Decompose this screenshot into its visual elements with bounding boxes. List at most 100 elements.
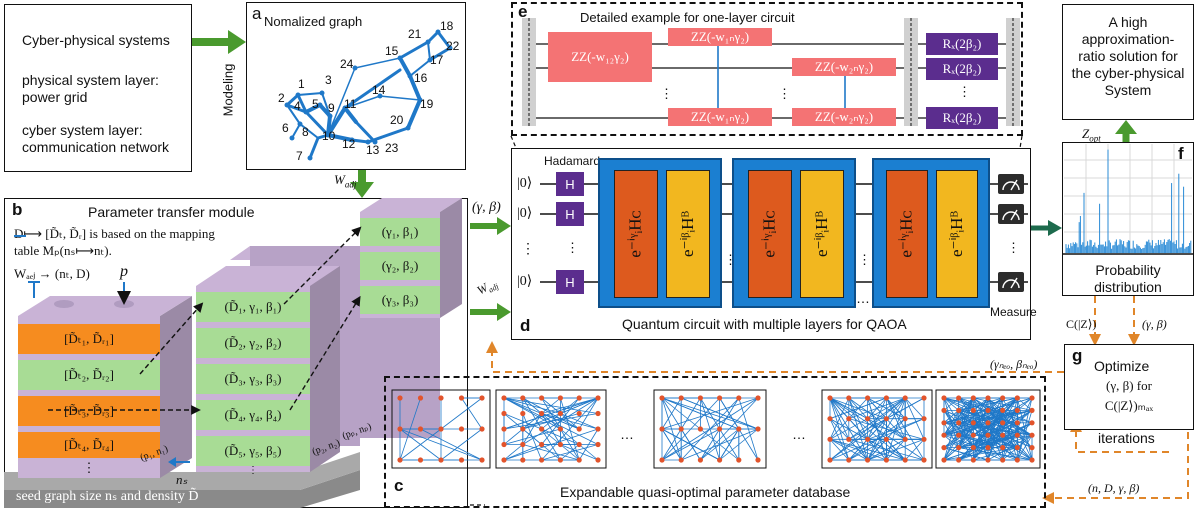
panel-e-title: Detailed example for one-layer circuit bbox=[580, 10, 795, 25]
right-stack-1: (γ₁, β₁) bbox=[381, 224, 419, 239]
cost-gate-p-label: e⁻ⁱᵞᵢHᴄ bbox=[897, 210, 916, 258]
panel-f-caption-2: distribution bbox=[1094, 279, 1162, 295]
result-line-2: approximation- bbox=[1081, 31, 1175, 47]
cps-title: Cyber-physical systems bbox=[22, 32, 170, 48]
ket-vdots: ⋮ bbox=[521, 240, 535, 256]
h-gate-2: H bbox=[556, 202, 584, 226]
result-box bbox=[1062, 4, 1194, 120]
panel-c-ellipsis-1: … bbox=[620, 426, 634, 442]
panel-d-letter: d bbox=[520, 316, 531, 335]
cost-gate-1: e⁻ⁱᵞᵢHᴄ bbox=[614, 170, 658, 298]
d-vdots-2: ⋮ bbox=[858, 252, 871, 267]
result-line-5: System bbox=[1104, 82, 1152, 98]
right-stack-3: (γ₃, β₃) bbox=[381, 292, 419, 307]
panel-e bbox=[511, 2, 1023, 136]
gamma-beta-label: (γ, β) bbox=[472, 200, 501, 215]
rx-gate-1: Rₓ(2β₂) bbox=[926, 33, 998, 55]
left-stack-4: [D̃ₜ₄, D̃ᵣ₄] bbox=[64, 437, 114, 452]
ket-2: |0⟩ bbox=[517, 206, 533, 221]
node-21: 21 bbox=[408, 27, 422, 41]
right-stack-2: (γ₂, β₂) bbox=[381, 258, 419, 273]
cost-gate-2-label: e⁻ⁱᵞᵢHᴄ bbox=[760, 210, 779, 258]
ket-1: |0⟩ bbox=[517, 176, 533, 191]
node-18: 18 bbox=[440, 19, 454, 33]
rx-gate-2: Rₓ(2β₂) bbox=[926, 58, 998, 80]
cps-physical-line2: power grid bbox=[22, 89, 88, 105]
left-stack-3: [D̃ₜ₃, D̃ᵣ₃] bbox=[64, 403, 114, 418]
mid-stack-dots: ⋮ bbox=[248, 464, 258, 476]
panel-f-letter: f bbox=[1178, 144, 1184, 163]
wadj-down-arrow bbox=[350, 170, 374, 198]
node-24: 24 bbox=[340, 57, 354, 71]
d-hdots: … bbox=[856, 290, 870, 306]
panel-g-line-2: (γ, β) for bbox=[1106, 378, 1152, 393]
hadamard-label: Hadamard bbox=[544, 154, 601, 168]
ket-n: |0⟩ bbox=[517, 274, 533, 289]
panel-e-vdots-2: ⋮ bbox=[778, 86, 791, 101]
panel-g-letter: g bbox=[1072, 346, 1083, 365]
params-to-circuit-arrow-top bbox=[470, 217, 511, 235]
node-13: 13 bbox=[366, 143, 380, 157]
panel-e-letter: e bbox=[518, 2, 528, 21]
mid-stack-4: (D̃₄, γ₄, β₄) bbox=[224, 407, 282, 422]
zopt-z: Z bbox=[1082, 126, 1090, 141]
base-label: seed graph size nₛ and density D̃ bbox=[16, 489, 199, 504]
zz-gate-12: ZZ(-w₁₂γ₂) bbox=[548, 32, 652, 82]
node-20: 20 bbox=[390, 113, 404, 127]
zz-gate-2n-bottom: ZZ(-w₂ₙγ₂) bbox=[792, 108, 896, 126]
rx-gate-n: Rₓ(2β₂) bbox=[926, 107, 998, 129]
feedback-label: (n, D, γ, β) bbox=[1088, 481, 1140, 495]
gb-arrowhead bbox=[1128, 334, 1140, 346]
zoom-line-right bbox=[1019, 135, 1023, 149]
panel-d-caption: Quantum circuit with multiple layers for… bbox=[622, 316, 907, 332]
node-23: 23 bbox=[385, 141, 399, 155]
mixer-gate-p-label: e⁻ⁱᵝᵢHᴮ bbox=[947, 211, 966, 257]
iterations-label: iterations bbox=[1098, 430, 1155, 446]
panel-b-p: p bbox=[120, 263, 128, 280]
panel-e-vdots-1: ⋮ bbox=[660, 86, 673, 101]
h-vdots: ⋮ bbox=[566, 240, 579, 255]
node-10: 10 bbox=[322, 129, 336, 143]
wadj-w: W bbox=[334, 172, 345, 187]
zz-gate-1n-bottom: ZZ(-w₁ₙγ₂) bbox=[668, 108, 772, 126]
zopt-label: Zopt bbox=[1082, 126, 1101, 147]
cps-cyber-line1: cyber system layer: bbox=[22, 122, 143, 138]
gb-label: (γ, β) bbox=[1142, 317, 1167, 331]
result-line-4: the cyber-physical bbox=[1071, 65, 1185, 81]
panel-f-caption-1: Probability bbox=[1095, 262, 1161, 278]
left-stack-2: [D̃ₜ₂, D̃ᵣ₂] bbox=[64, 367, 114, 382]
h-gate-1: H bbox=[556, 172, 584, 196]
panel-g bbox=[1064, 344, 1194, 430]
node-8: 8 bbox=[302, 125, 309, 139]
mixer-gate-2: e⁻ⁱᵝᵢHᴮ bbox=[800, 170, 844, 298]
panel-c-letter: c bbox=[394, 476, 404, 495]
gamma-beta-new-label: (γₙₑₒ, βₙₑₒ) bbox=[990, 357, 1038, 371]
circuit-to-distribution-arrow bbox=[1030, 220, 1062, 236]
database-arrowhead bbox=[1042, 492, 1054, 504]
mixer-gate-1-label: e⁻ⁱᵝᵢHᴮ bbox=[678, 211, 697, 257]
panel-b-letter: b bbox=[12, 200, 23, 219]
mid-stack-2: (D̃₂, γ₂, β₂) bbox=[224, 335, 282, 350]
result-line-3: ratio solution for bbox=[1078, 48, 1178, 64]
wadj-label: Wadj bbox=[334, 172, 356, 193]
ns-label: nₛ bbox=[176, 472, 188, 487]
panel-b-title: Parameter transfer module bbox=[88, 204, 255, 220]
left-stack-dots: ⋮ bbox=[82, 460, 96, 475]
node-2: 2 bbox=[278, 91, 285, 105]
mid-stack-5: (D̃₅, γ₅, β₅) bbox=[224, 443, 282, 458]
cz-label: C(|Z⟩) bbox=[1066, 317, 1097, 331]
cps-box bbox=[4, 4, 192, 172]
measure-icon-1 bbox=[998, 174, 1024, 194]
node-17: 17 bbox=[430, 53, 444, 67]
panel-e-vdots-3: ⋮ bbox=[958, 84, 971, 99]
measure-icon-n bbox=[998, 272, 1024, 292]
node-3: 3 bbox=[325, 73, 332, 87]
panel-g-line-3: C(|Z⟩)ₘₐₓ bbox=[1104, 398, 1154, 413]
node-6: 6 bbox=[282, 121, 289, 135]
node-15: 15 bbox=[385, 44, 399, 58]
panel-c-ellipsis-2: … bbox=[792, 426, 806, 442]
panel-c-caption: Expandable quasi-optimal parameter datab… bbox=[560, 484, 851, 500]
wadj-sub: adj bbox=[344, 179, 357, 190]
cps-cyber-line2: communication network bbox=[22, 139, 170, 155]
